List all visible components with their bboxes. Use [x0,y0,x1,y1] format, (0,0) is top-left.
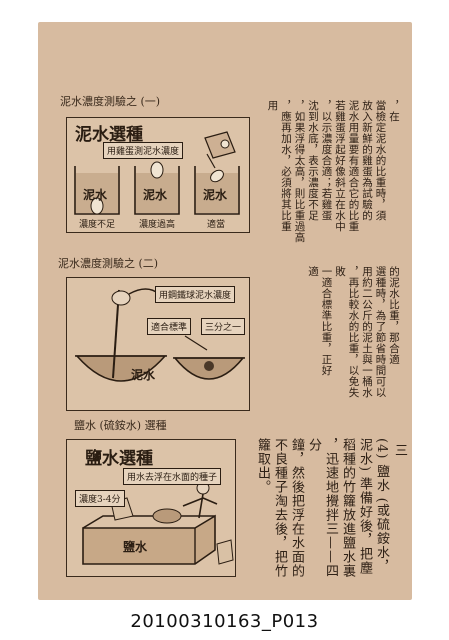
text1-line-2: 當檢定泥水的比重時，須 [374,100,387,221]
figure3-box-label: 鹽水 [123,540,148,554]
section-number: 三 [394,444,408,459]
figure3-sign: 用水去浮在水面的種子 [123,468,222,485]
text1-line-3: 放入新鮮的雞蛋為試驗的 [361,100,373,221]
figure1-illustration: 泥水選種 用雞蛋測泥水濃度 泥水 泥水 泥水 濃度不足 濃度過高 適當 [66,117,250,233]
figure2-tag-1: 適合標準 [147,318,192,335]
text3-line-5: 鐘，然後把浮在水面的 [289,438,304,578]
figure1-label-2: 濃度過高 [139,220,176,230]
text1-line-5: 若雞蛋浮起好像斜立在水中 [334,100,346,232]
text1-line-10: 用 [266,100,279,111]
text3-line-4: ，迅速地攪拌三——四分 [306,438,338,578]
text3-line-6: 不良種子淘去後，把竹 [272,438,287,578]
figure1-label-1: 濃度不足 [79,220,116,230]
figure1-caption: 泥水濃度測驗之 (一) [60,95,161,108]
figure3-illustration: 鹽水選種 用水去浮在水面的種子 濃度3-4分 鹽水 [66,439,236,577]
figure3-caption: 鹽水 (硫銨水) 選種 [74,419,167,432]
figure1-box-label-3: 泥水 [203,188,228,202]
text2-line-4: ，再比較水的比重，以免失敗 [334,266,360,398]
text3-line-3: 稻種的竹籮放進鹽水裏 [340,438,355,578]
text3-line-2: 泥水) 準備好後，把塵 [357,438,372,576]
text3-line-1: (4) 鹽水 (或硫銨水， [374,438,389,574]
text1-line-8: ，如果浮得太高，則比重過高 [293,100,306,243]
figure2-drawing [75,288,245,382]
figure2-label: 泥水 [131,368,156,382]
figure1-drawing [74,131,240,215]
text-block-2: 的泥水比重，那合適 選種時，為了節省時間可以 用約二公斤的泥土與一桶水 ，再比較… [306,266,400,404]
text3-line-7: 籮取出。 [255,438,270,494]
figure3-drawing [82,474,234,565]
figure2-sign: 用鋼鐵球泥水濃度 [155,286,236,303]
figure2-tag-2: 三分之一 [201,318,246,335]
text2-line-2: 選種時，為了節省時間可以 [374,266,387,398]
figure1-label-3: 適當 [207,220,226,230]
figure1-box-label-1: 泥水 [83,188,108,202]
text2-line-6: 適 [307,266,319,277]
text2-line-3: 用約二公斤的泥土與一桶水 [361,266,373,398]
text-block-1: ，在 當檢定泥水的比重時，須 放入新鮮的雞蛋為試驗的 泥水用量要有適合它的比重 … [265,100,401,260]
text2-line-5: 一適合標準比重，正好 [320,266,333,376]
figure1-sign: 用雞蛋測泥水濃度 [103,142,184,159]
text1-line-4: 泥水用量要有適合它的比重 [347,100,360,232]
figure2-illustration: 用鋼鐵球泥水濃度 適合標準 三分之一 泥水 [66,277,250,411]
archive-id: 20100310163_P013 [130,611,319,632]
text-block-3: (4) 鹽水 (或硫銨水， 泥水) 準備好後，把塵 稻種的竹籮放進鹽水裏 ，迅速… [254,438,390,586]
figure3-banner: 鹽水選種 [85,449,153,469]
text1-line-7: 沈到水底，表示濃度不足 [307,100,319,221]
figure1-box-label-2: 泥水 [143,188,168,202]
figure1-banner: 泥水選種 [75,125,143,145]
figure2-caption: 泥水濃度測驗之 (二) [58,257,159,270]
text1-line-6: ，以示濃度合適；若雞蛋 [320,100,333,221]
figure3-tag: 濃度3-4分 [75,490,125,507]
text1-line-9: ，應再加水，必須將其比重 [280,100,292,232]
text2-line-1: 的泥水比重，那合適 [388,266,400,365]
text1-line-1: ，在 [388,100,400,122]
document-page: 泥水濃度測驗之 (一) 泥水選種 用雞蛋測泥水濃度 泥水 [38,22,412,600]
